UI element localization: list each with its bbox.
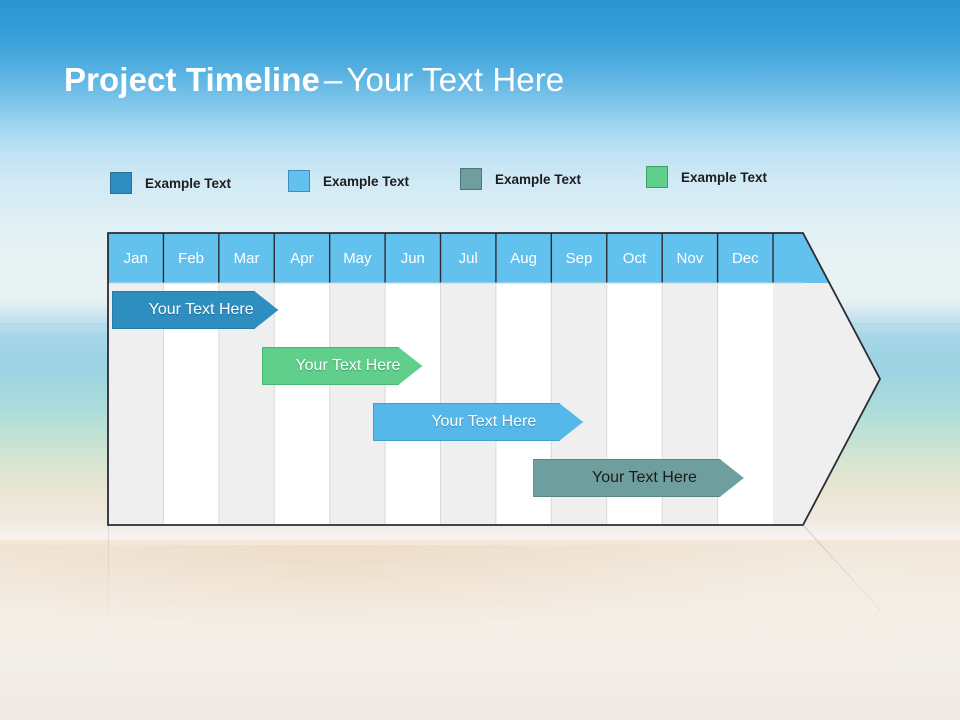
month-header-sep[interactable]: Sep <box>565 249 593 267</box>
timeline-bar[interactable]: Your Text Here <box>262 347 423 385</box>
timeline-bar-label: Your Text Here <box>148 301 254 318</box>
legend-swatch <box>110 172 132 194</box>
legend: Example Text Example Text Example Text Exam… <box>110 166 810 196</box>
slide-title: Project Timeline–Your Text Here <box>64 58 564 102</box>
month-header-apr[interactable]: Apr <box>290 249 314 267</box>
slide-title-light: Your Text Here <box>346 61 565 98</box>
timeline-chart: Jan Feb Mar Apr May Jun Jul Aug Sep Oct Nov Dec You… <box>107 232 883 526</box>
timeline-bar-label: Your Text Here <box>431 413 537 430</box>
legend-swatch <box>646 166 668 188</box>
timeline-reflection <box>108 525 898 695</box>
legend-item: Example Text <box>288 170 409 192</box>
legend-item: Example Text <box>646 166 767 188</box>
month-header-feb[interactable]: Feb <box>178 249 205 267</box>
legend-swatch <box>288 170 310 192</box>
timeline-bar[interactable]: Your Text Here <box>533 459 744 497</box>
slide-title-strong: Project Timeline <box>64 61 320 98</box>
timeline-bar-label: Your Text Here <box>592 469 697 486</box>
timeline-bar[interactable]: Your Text Here <box>373 403 584 441</box>
month-header-oct[interactable]: Oct <box>622 249 647 267</box>
arrow-body-outline <box>107 232 882 526</box>
legend-item: Example Text <box>110 172 231 194</box>
month-header-jan[interactable]: Jan <box>123 249 148 267</box>
month-header-mar[interactable]: Mar <box>233 249 260 267</box>
month-header-jun[interactable]: Jun <box>400 249 425 267</box>
legend-label: Example Text <box>495 171 582 187</box>
legend-label: Example Text <box>681 169 768 185</box>
legend-label: Example Text <box>145 175 232 191</box>
month-header-nov[interactable]: Nov <box>676 249 704 267</box>
timeline-header-band <box>108 233 880 283</box>
month-header-aug[interactable]: Aug <box>510 249 537 267</box>
timeline-bar[interactable]: Your Text Here <box>112 291 278 329</box>
legend-item: Example Text <box>460 168 581 190</box>
legend-swatch <box>460 168 482 190</box>
reflection-fade <box>108 525 898 695</box>
timeline-column <box>274 283 330 525</box>
slide-title-dash: – <box>323 61 343 98</box>
month-header-dec[interactable]: Dec <box>731 249 759 267</box>
month-header-may[interactable]: May <box>343 249 372 267</box>
legend-label: Example Text <box>323 173 410 189</box>
month-header-jul[interactable]: Jul <box>458 249 478 267</box>
timeline-bar-label: Your Text Here <box>295 357 401 374</box>
